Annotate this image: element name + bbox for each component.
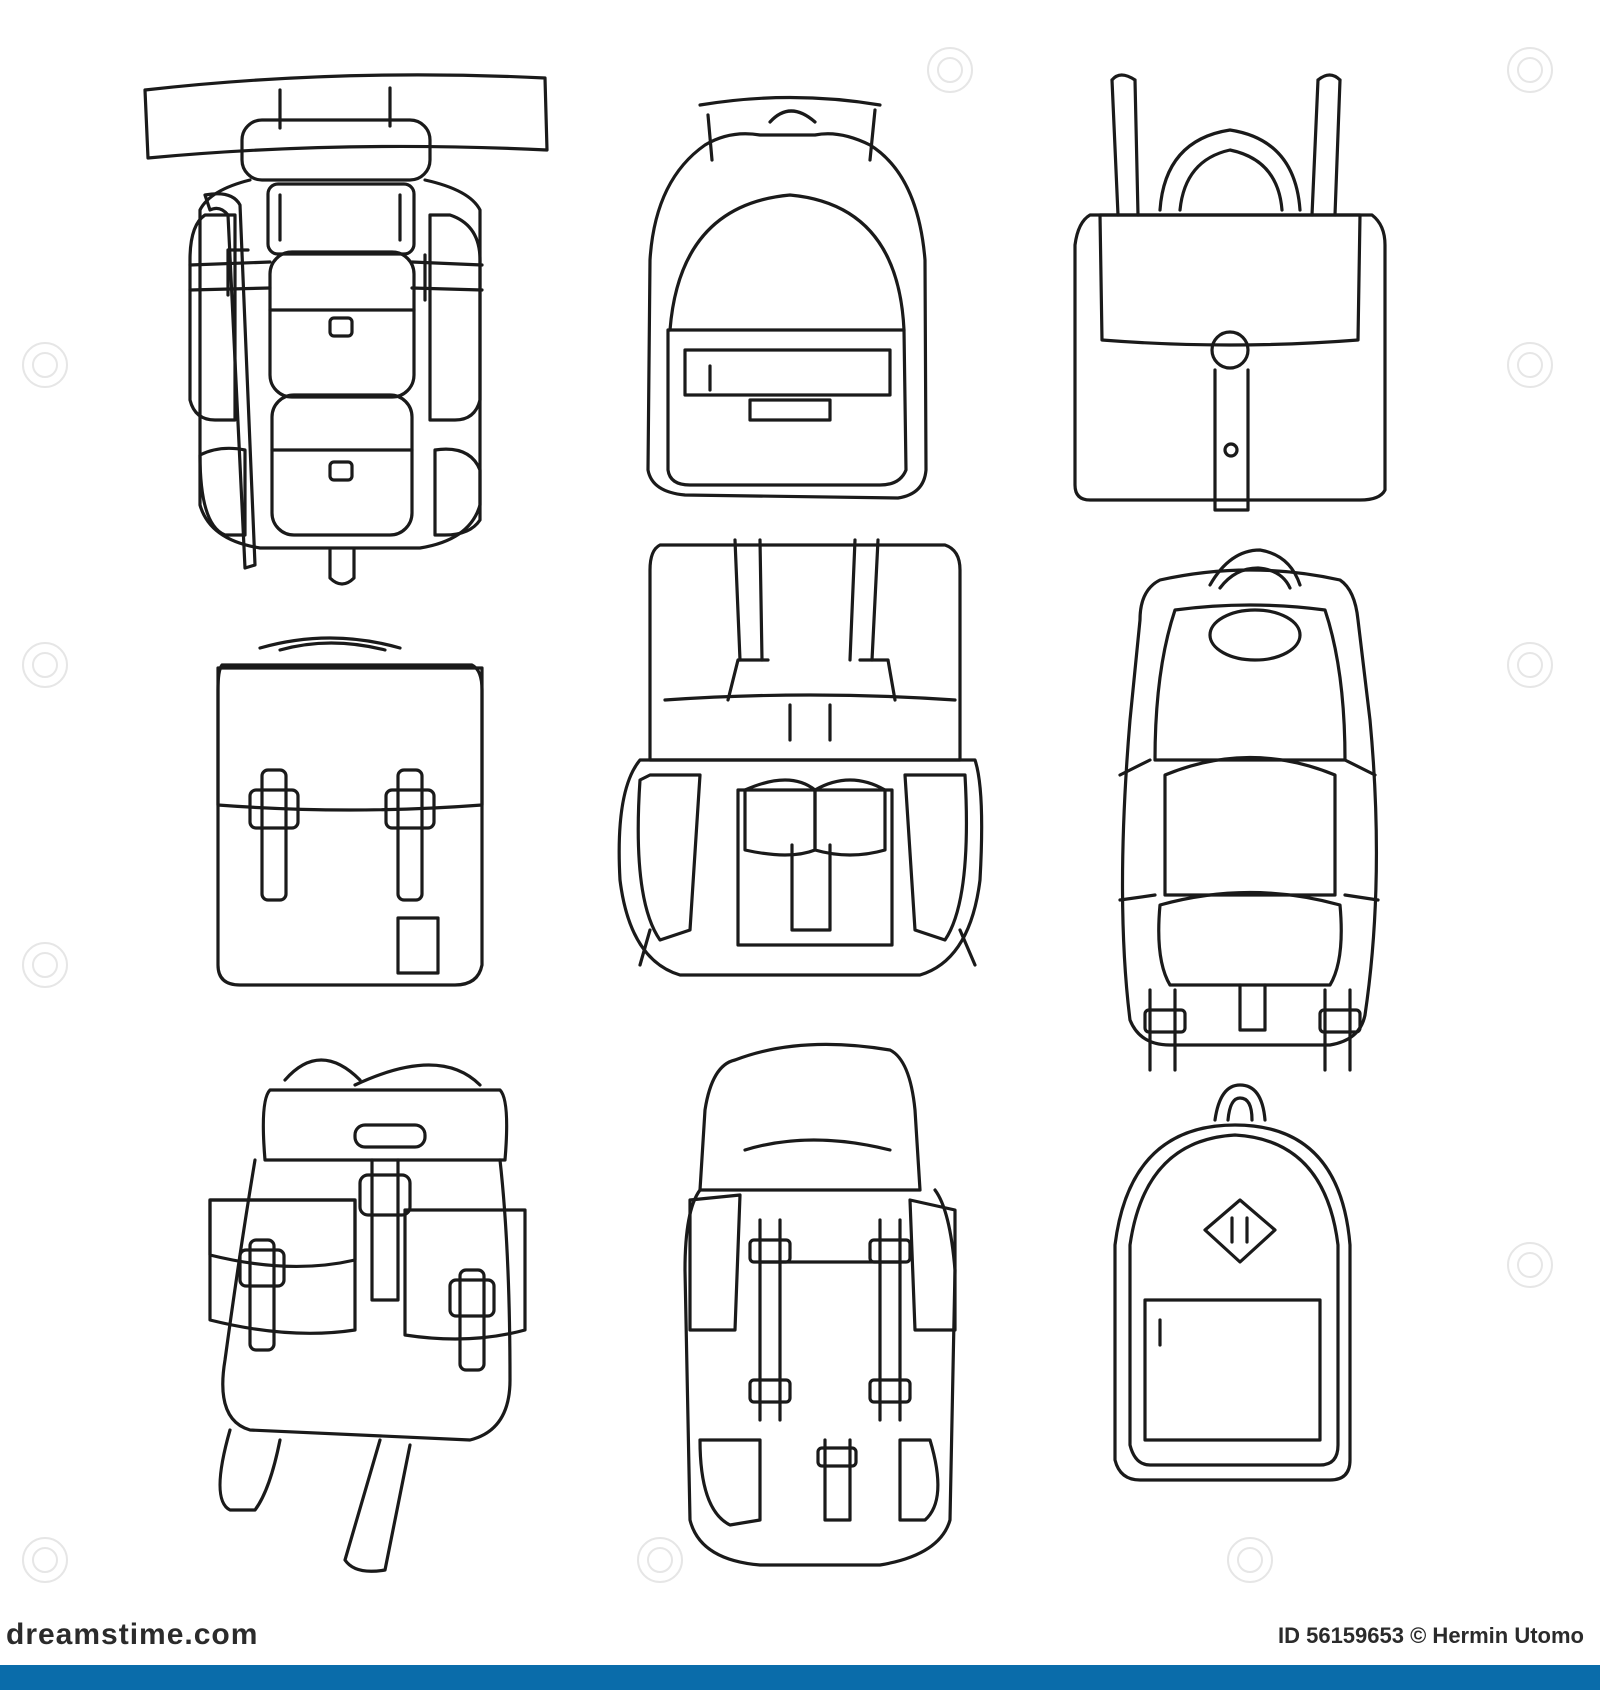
zip-daypack-icon: [646, 95, 928, 500]
large-rucksack-icon: [617, 538, 984, 977]
flap-drawstring-backpack-icon: [1073, 73, 1387, 512]
footer-accent-bar: [0, 1665, 1600, 1690]
satchel-backpack-icon: [216, 636, 484, 987]
dome-daypack-icon: [1113, 1083, 1352, 1482]
backpack-illustration: [22, 47, 1553, 1583]
image-credit: ID 56159653 © Hermin Utomo: [1278, 1620, 1584, 1652]
buckle-rucksack-icon: [208, 1058, 527, 1573]
tall-trekking-backpack-icon: [683, 1042, 957, 1567]
image-id: ID 56159653: [1277, 1623, 1404, 1648]
hiking-backpack-with-bedroll-icon: [143, 73, 549, 586]
dreamstime-logo[interactable]: dreamstime.com: [6, 1618, 259, 1651]
watermark-pattern: [22, 47, 1553, 1583]
technical-daypack-icon: [1118, 548, 1380, 1072]
author-credit[interactable]: © Hermin Utomo: [1410, 1623, 1584, 1648]
